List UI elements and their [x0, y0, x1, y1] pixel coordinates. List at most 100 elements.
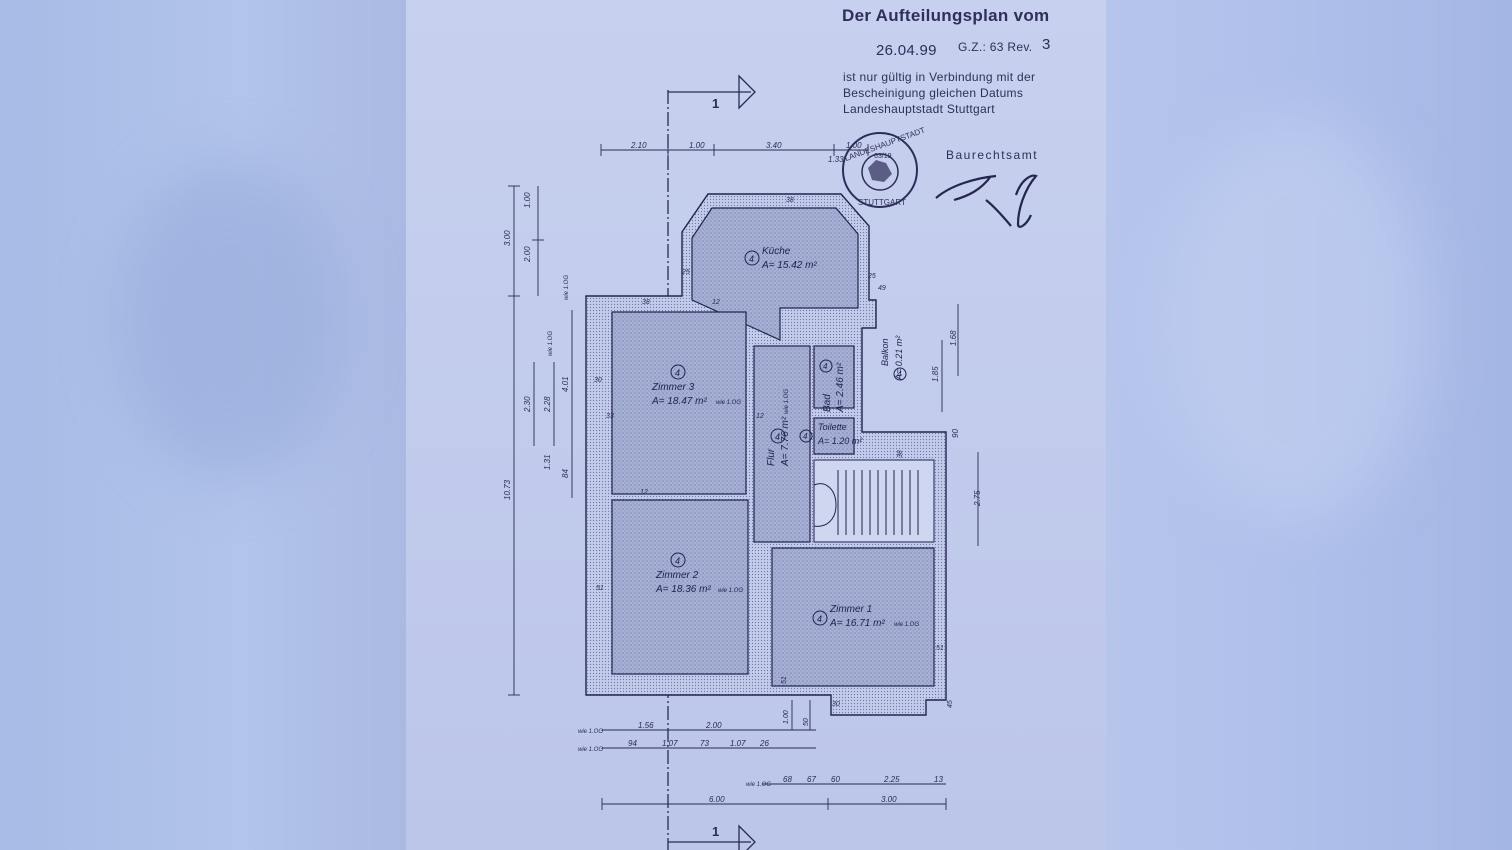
- room-zimmer1: [771, 547, 935, 687]
- staircase: [813, 459, 935, 543]
- dim-bottom2-c: 73: [700, 739, 709, 748]
- dim-misc: 25: [867, 273, 876, 280]
- dim-bottom2-e: 26: [759, 739, 769, 748]
- dim-misc: 12: [756, 413, 764, 420]
- flur-number: 4: [775, 432, 780, 442]
- dim-bottom3-c: 60: [831, 775, 840, 784]
- balkon-number: 4: [897, 370, 902, 379]
- toilette-name: Toilette: [818, 422, 847, 432]
- room-flur: [753, 345, 811, 543]
- dimension-lines: [508, 144, 979, 810]
- dim-left-5: 2.30: [523, 396, 532, 413]
- approval-rev: 3: [1042, 36, 1051, 53]
- dim-bottom1-note: wie 1.OG: [578, 729, 603, 735]
- dim-misc: 45: [947, 700, 954, 708]
- dim-misc: 38: [897, 450, 904, 458]
- dim-misc: 50: [803, 718, 810, 726]
- room-number-circle: [670, 364, 686, 380]
- dim-misc: 49: [878, 285, 886, 292]
- balkon-area: A= 0.21 m²: [894, 335, 904, 381]
- city-seal: LANDESHAUPTSTADT STUTTGART 63/19: [842, 126, 926, 208]
- zimmer2-note: wie 1.OG: [718, 588, 743, 594]
- dim-misc: 51: [596, 585, 604, 592]
- seal-code: 63/19: [874, 153, 892, 160]
- dim-top-4: 1.00: [846, 141, 862, 150]
- zimmer2-area: A= 18.36 m²: [655, 584, 711, 595]
- zimmer3-note: wie 1.OG: [716, 400, 741, 406]
- room-number-circle: [893, 367, 907, 381]
- dim-bottom3-note: wie 1.OG: [746, 782, 771, 788]
- dim-right-3: 2.75: [973, 490, 982, 507]
- room-number-circle: [744, 250, 760, 266]
- zimmer1-note: wie 1.OG: [894, 622, 919, 628]
- flur-area: A= 7.76 m²: [780, 416, 791, 467]
- room-number-circle: [799, 429, 813, 443]
- dim-left-2: 2.00: [523, 246, 532, 263]
- dim-left-4: 10.73: [503, 479, 512, 500]
- dim-top-2: 1.00: [689, 141, 705, 150]
- dim-bottom3-e: 13: [934, 775, 943, 784]
- dim-right-4: 90: [951, 429, 960, 438]
- floor-plan-document: Der Aufteilungsplan vom 26.04.99 G.Z.: 6…: [406, 0, 1106, 850]
- dim-bottom2-note: wie 1.OG: [578, 747, 603, 753]
- room-zimmer2: [611, 499, 749, 675]
- blur-patch: [1166, 120, 1426, 520]
- dim-misc: 12: [640, 489, 648, 496]
- kueche-name: Küche: [762, 246, 791, 257]
- dim-left-1: 1.00: [523, 192, 532, 208]
- kueche-area: A= 15.42 m²: [761, 260, 817, 271]
- toilette-number: 4: [803, 432, 808, 441]
- floor-plan-drawing: LANDESHAUPTSTADT STUTTGART 63/19 1 1: [503, 74, 1038, 850]
- zimmer2-number: 4: [675, 556, 680, 566]
- dim-misc: 33: [606, 413, 614, 420]
- bad-area: A= 2.46 m²: [835, 362, 846, 413]
- approval-date: 26.04.99: [876, 42, 937, 59]
- approval-gz: G.Z.: 63 Rev.: [958, 40, 1033, 54]
- dim-total-2: 3.00: [881, 795, 897, 804]
- dim-bottom3-a: 68: [783, 775, 792, 784]
- dim-bottom3-b: 67: [807, 775, 816, 784]
- room-number-circle: [812, 610, 828, 626]
- dim-left-8: 1.31: [543, 454, 552, 470]
- dim-right-2: 1.85: [931, 366, 940, 382]
- dim-misc: 30: [832, 701, 840, 708]
- seal-bottom-text: STUTTGART: [858, 198, 906, 207]
- dim-top-3: 3.40: [766, 141, 782, 150]
- signature: [935, 174, 1038, 228]
- dim-misc: 38: [642, 299, 650, 306]
- room-number-circle: [670, 552, 686, 568]
- approval-line-2: Bescheinigung gleichen Datums: [843, 86, 1024, 100]
- section-mark-bottom: 1: [712, 824, 719, 839]
- dim-bottom2-a: 94: [628, 739, 637, 748]
- bad-number: 4: [823, 362, 828, 371]
- zimmer1-number: 4: [817, 614, 822, 624]
- bad-name: Bad: [822, 394, 833, 412]
- dim-misc: 12: [712, 299, 720, 306]
- dim-bottom2-b: 1.07: [662, 739, 678, 748]
- dim-right-1: 1.68: [949, 330, 958, 346]
- approval-line-3: Landeshauptstadt Stuttgart: [843, 102, 995, 116]
- dim-misc: 1.00: [783, 710, 790, 724]
- dim-total-1: 6.00: [709, 795, 725, 804]
- room-number-circle: [770, 428, 786, 444]
- approval-line-1: ist nur gültig in Verbindung mit der: [843, 70, 1036, 84]
- dim-bottom1-a: 1.56: [638, 721, 654, 730]
- dim-bottom3-d: 2.25: [883, 775, 900, 784]
- dim-top-5: 1.33: [828, 155, 844, 164]
- dim-left-6: 4.01: [561, 376, 570, 392]
- dim-misc: 51: [936, 645, 944, 652]
- zimmer2-name: Zimmer 2: [655, 570, 699, 581]
- dim-left-9: 84: [561, 469, 570, 478]
- zimmer3-number: 4: [675, 368, 680, 378]
- dim-misc: 38: [786, 197, 794, 204]
- zimmer3-area: A= 18.47 m²: [651, 396, 707, 407]
- dim-left-note-2: wie 1.OG: [548, 331, 554, 356]
- zimmer1-area: A= 16.71 m²: [829, 618, 885, 629]
- dim-left-note-1: wie 1.OG: [564, 275, 570, 300]
- right-blurred-background: [1106, 0, 1512, 850]
- flur-name: Flur: [766, 448, 777, 466]
- flur-note: wie 1.OG: [784, 389, 790, 414]
- room-toilette: [813, 417, 855, 455]
- room-zimmer3: [611, 311, 747, 495]
- section-mark-top: 1: [712, 96, 719, 111]
